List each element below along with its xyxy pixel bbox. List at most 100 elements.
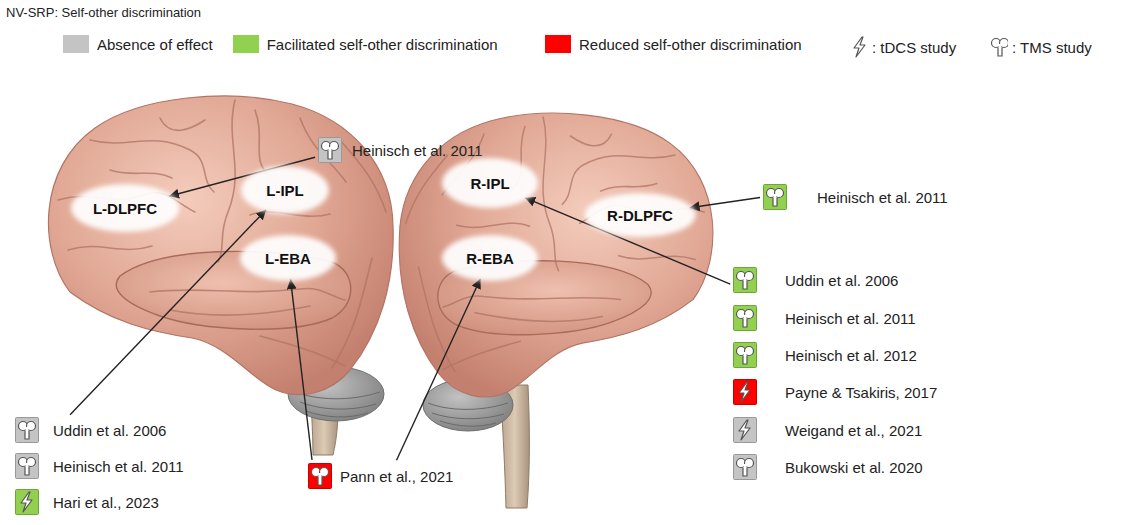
region-label: R-DLPFC <box>607 207 673 224</box>
legend-entry: Reduced self-other discrimination <box>545 35 802 53</box>
legend-text: : TMS study <box>1012 39 1092 56</box>
region-label: L-DLPFC <box>93 200 157 217</box>
tms-icon <box>992 39 1009 57</box>
region-ellipse <box>442 235 538 281</box>
cerebellum-folds <box>428 403 508 426</box>
brain-region-ellipse: R-IPL <box>442 158 538 208</box>
tms-icon <box>737 272 754 290</box>
effect-square <box>16 490 39 515</box>
effect-square <box>764 185 787 210</box>
left-hemisphere <box>48 96 393 395</box>
study-type-square <box>733 379 757 405</box>
tdcs-icon <box>21 492 32 512</box>
effect-square <box>734 343 757 368</box>
citation-text: Heinisch et al. 2011 <box>817 189 948 206</box>
brain-region-ellipse: L-EBA <box>240 235 336 281</box>
tms-icon <box>322 142 339 160</box>
tdcs-icon <box>739 382 750 402</box>
legend-text: Reduced self-other discrimination <box>579 36 802 53</box>
tdcs-icon <box>854 37 865 57</box>
region-ellipse <box>442 158 538 208</box>
tms-icon <box>737 310 754 328</box>
citation-text: Hari et al., 2023 <box>53 494 159 511</box>
citation-text: Uddin et al. 2006 <box>785 272 898 289</box>
legend-entry: Absence of effect <box>63 35 213 53</box>
citation-text: Weigand et al., 2021 <box>785 422 922 439</box>
effect-square <box>734 418 757 443</box>
legend-swatch <box>63 35 89 53</box>
legend-swatch <box>233 35 259 53</box>
brain-region-ellipse: L-IPL <box>241 166 329 214</box>
citation-entry: Heinisch et al. 2012 <box>733 342 917 368</box>
brain-region-ellipse: L-DLPFC <box>71 184 179 232</box>
region-label: L-EBA <box>265 250 311 267</box>
citation-text: Heinisch et al. 2011 <box>352 142 483 159</box>
brain-region-ellipse: R-EBA <box>442 235 538 281</box>
citation-entry: Heinisch et al. 2011 <box>763 184 948 210</box>
arrow-connector <box>397 279 481 461</box>
citation-text: Payne & Tsakiris, 2017 <box>785 384 937 401</box>
tms-icon <box>19 422 36 440</box>
arrow-connector <box>291 279 312 460</box>
arrow-connector <box>690 197 760 207</box>
citation-text: Bukowski et al. 2020 <box>785 459 923 476</box>
region-label: R-EBA <box>466 250 514 267</box>
effect-square <box>734 306 757 331</box>
study-type-square <box>733 417 757 443</box>
study-type-square <box>733 267 757 293</box>
gyri <box>58 100 386 368</box>
legend-text: : tDCS study <box>872 39 956 56</box>
legend-swatch <box>545 35 571 53</box>
legend-entry: : tDCS study <box>848 35 956 59</box>
effect-square <box>16 418 39 443</box>
citation-entry: Payne & Tsakiris, 2017 <box>733 379 937 405</box>
effect-square <box>16 454 39 479</box>
tms-icon <box>767 189 784 207</box>
cerebellum-folds <box>296 392 380 417</box>
legend-symbol <box>848 35 868 59</box>
citation-text: Heinisch et al. 2012 <box>785 347 917 364</box>
citation-text: Uddin et al. 2006 <box>53 422 166 439</box>
legend-entry: : TMS study <box>988 35 1092 59</box>
citation-entry: Hari et al., 2023 <box>15 489 159 515</box>
region-ellipse <box>71 184 179 232</box>
study-type-square <box>15 453 39 479</box>
tms-icon <box>737 459 754 477</box>
region-label: L-IPL <box>266 182 304 199</box>
legend-text: Facilitated self-other discrimination <box>267 36 498 53</box>
citation-entry: Uddin et al. 2006 <box>733 267 898 293</box>
figure-title: NV-SRP: Self-other discrimination <box>6 5 201 20</box>
tms-icon <box>737 347 754 365</box>
citation-entry: Pann et al., 2021 <box>308 463 453 489</box>
citation-text: Pann et al., 2021 <box>340 468 453 485</box>
tms-icon <box>312 468 329 486</box>
arrow-connector <box>70 210 266 415</box>
citation-entry: Heinisch et al. 2011 <box>15 453 184 479</box>
cerebrum-outline <box>48 96 393 395</box>
study-type-square <box>15 489 39 515</box>
region-label: R-IPL <box>470 175 509 192</box>
citation-entry: Bukowski et al. 2020 <box>733 454 923 480</box>
tms-icon <box>19 458 36 476</box>
citation-text: Heinisch et al. 2011 <box>785 310 916 327</box>
brain-region-ellipse: R-DLPFC <box>585 193 696 237</box>
arrow-connector <box>525 198 730 284</box>
study-type-square <box>733 454 757 480</box>
citation-entry: Heinisch et al. 2011 <box>318 137 483 163</box>
citation-text: Heinisch et al. 2011 <box>53 458 184 475</box>
tdcs-icon <box>739 420 750 440</box>
study-type-square <box>733 342 757 368</box>
region-ellipse <box>240 235 336 281</box>
effect-square <box>734 380 757 405</box>
effect-square <box>734 455 757 480</box>
region-ellipse <box>241 166 329 214</box>
citation-entry: Uddin et al. 2006 <box>15 417 166 443</box>
sulci <box>58 100 386 368</box>
study-type-square <box>733 305 757 331</box>
title-holder: NV-SRP: Self-other discrimination <box>6 3 201 21</box>
legend-entry: Facilitated self-other discrimination <box>233 35 498 53</box>
study-type-square <box>15 417 39 443</box>
